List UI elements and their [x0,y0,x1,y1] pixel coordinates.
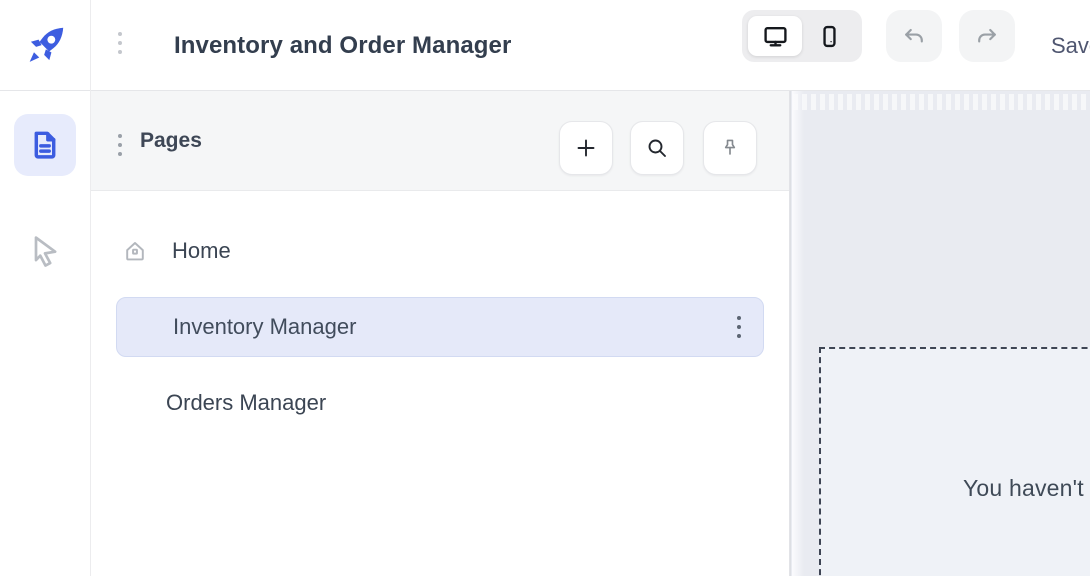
cursor-icon [27,232,63,268]
page-item-home[interactable]: Home [116,221,764,281]
nav-rail [0,91,91,576]
top-bar: Inventory and Order Manager [0,0,1090,91]
document-icon [27,127,63,163]
canvas-edge-highlight [792,91,804,576]
canvas-grid-ticks [793,94,1090,110]
save-button[interactable]: Save [1051,32,1090,58]
mobile-toggle-button[interactable] [802,16,856,56]
app-logo[interactable] [0,0,91,91]
kebab-menu-icon[interactable] [737,316,741,338]
undo-arrow-icon [901,23,927,49]
rocket-icon [22,23,68,69]
pin-icon [719,137,741,159]
mobile-phone-icon [816,23,843,50]
page-item-orders-manager[interactable]: Orders Manager [116,373,764,433]
search-pages-button[interactable] [630,121,684,175]
page-item-label: Home [172,238,231,263]
desktop-toggle-button[interactable] [748,16,802,56]
empty-state-text: You haven't [963,475,1084,501]
sidebar-item-select[interactable] [14,219,76,281]
home-icon [122,238,148,264]
component-drop-zone[interactable] [819,347,1090,576]
pages-panel: Pages [91,91,790,576]
redo-arrow-icon [974,23,1000,49]
desktop-monitor-icon [762,23,789,50]
editor-canvas[interactable]: You haven't [790,91,1090,576]
undo-button[interactable] [886,10,942,62]
page-item-label: Inventory Manager [173,314,357,339]
add-page-button[interactable] [559,121,613,175]
search-icon [645,136,669,160]
pages-panel-title: Pages [140,129,202,152]
sidebar-item-pages[interactable] [14,114,76,176]
app-title-drag-handle[interactable] [118,32,122,54]
redo-button[interactable] [959,10,1015,62]
page-item-label: Orders Manager [166,390,327,415]
plus-icon [574,136,598,160]
pin-panel-button[interactable] [703,121,757,175]
page-item-inventory-manager[interactable]: Inventory Manager [116,297,764,357]
app-title[interactable]: Inventory and Order Manager [174,31,512,59]
drag-dots-icon[interactable] [118,134,122,156]
pages-panel-header: Pages [91,91,789,191]
device-toggle [742,10,862,62]
